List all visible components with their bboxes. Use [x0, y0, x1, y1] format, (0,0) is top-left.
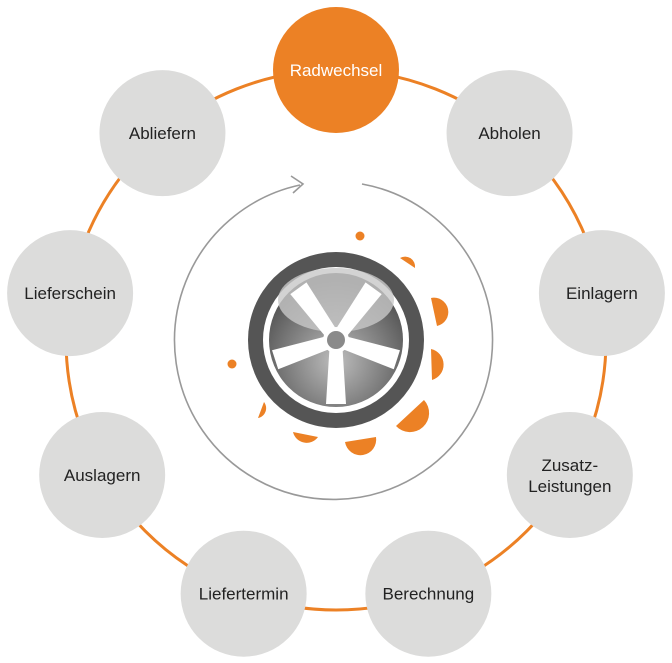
spoke: [331, 282, 382, 344]
step-node: Abholen: [446, 70, 573, 197]
step-node: Radwechsel: [273, 7, 399, 133]
spoke: [334, 334, 400, 370]
splash-marks: [227, 231, 449, 456]
wheel-icon: [248, 252, 424, 428]
step-node: Einlagern: [538, 230, 665, 357]
step-node: Berechnung: [365, 530, 492, 657]
splash-half: [396, 400, 430, 433]
step-label: Abliefern: [129, 124, 196, 143]
splash-half: [293, 432, 318, 443]
step-label: Liefertermin: [199, 585, 289, 604]
step-circle: [538, 230, 665, 357]
step-node: Auslagern: [39, 412, 166, 538]
step-circle: [273, 7, 399, 133]
step-circle: [39, 412, 166, 538]
splash-half: [258, 402, 267, 418]
arrow-head-icon: [290, 175, 305, 194]
step-circle: [7, 230, 134, 357]
spoke: [326, 340, 346, 404]
step-circle: [446, 70, 573, 197]
step-node: Liefertermin: [180, 530, 307, 657]
step-label: Lieferschein: [24, 284, 116, 303]
splash-half: [431, 349, 444, 380]
rotation-arrow: [173, 183, 494, 501]
step-label: Auslagern: [64, 466, 141, 485]
step-node: Abliefern: [99, 70, 226, 197]
spoke: [290, 282, 341, 344]
splash-half: [345, 437, 377, 456]
step-label: Abholen: [478, 124, 540, 143]
step-label: Berechnung: [383, 585, 475, 604]
step-label: Leistungen: [528, 477, 611, 496]
splash-dot: [227, 359, 237, 369]
step-circle: [365, 530, 492, 657]
step-circle: [180, 530, 307, 657]
splash-dot: [355, 231, 365, 241]
splash-half: [400, 256, 416, 268]
spoke: [272, 334, 338, 370]
step-node: Zusatz- Leistungen: [506, 412, 633, 538]
step-node: Lieferschein: [7, 230, 134, 357]
splash-half: [431, 297, 449, 326]
step-circle: [99, 70, 226, 197]
step-label: Radwechsel: [290, 61, 383, 80]
step-circle: [506, 412, 633, 538]
step-label: Einlagern: [566, 284, 638, 303]
step-label: Zusatz-: [541, 456, 598, 475]
